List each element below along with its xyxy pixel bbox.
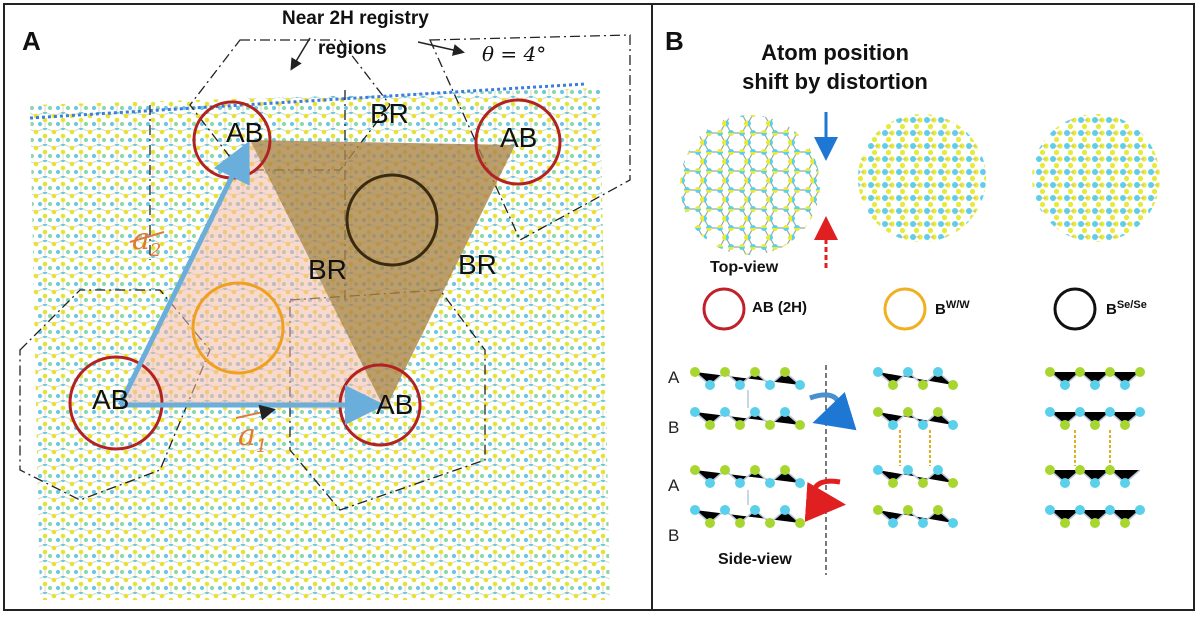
top-view-label: Top-view (710, 259, 779, 276)
vector-a2-label: a2 (132, 222, 162, 261)
br-label-top: BR (370, 98, 409, 129)
panel-b-title-line2: shift by distortion (742, 69, 928, 94)
layer-label-2: B (668, 418, 680, 437)
layer-label-1: A (668, 368, 680, 387)
br-label-middle: BR (308, 254, 347, 285)
annotation-subtitle: regions (318, 38, 387, 59)
panel-b-title-line1: Atom position (761, 40, 909, 65)
twist-angle: θ = 4° (482, 42, 547, 66)
annotation-pointer-right (417, 41, 465, 56)
layer-label-4: B (668, 526, 680, 545)
figure-frame (3, 3, 1195, 611)
vector-a1-label: a1 (238, 418, 268, 457)
annotation-title: Near 2H registry (282, 8, 429, 29)
panel-divider (651, 3, 653, 611)
bsese-circle (345, 173, 439, 267)
br-label-right: BR (458, 249, 497, 280)
panel-a-letter: A (22, 26, 41, 56)
legend-label-bww: BW/W (935, 299, 970, 318)
panel-b-title: Atom position shift by distortion (710, 38, 960, 96)
legend-label-bsese: BSe/Se (1106, 299, 1147, 318)
ab-circle-top-right (474, 98, 562, 186)
vector-a2-arrow (117, 141, 250, 407)
ab-label-bottom-right: AB (376, 389, 414, 420)
annotation-pointer-left (290, 37, 311, 71)
bww-circle (191, 281, 285, 375)
panel-b-letter: B (665, 26, 684, 56)
twist-reference-line (29, 82, 586, 120)
legend-label-ab: AB (2H) (752, 299, 807, 316)
ab-label-top-left: AB (226, 117, 264, 148)
ab-label-top-right: AB (500, 122, 538, 153)
layer-label-3: A (668, 476, 680, 495)
ab-label-bottom-left: AB (92, 384, 130, 415)
br-triangle (250, 140, 515, 410)
panel-a-figure (19, 34, 631, 600)
side-view-label: Side-view (718, 551, 792, 568)
